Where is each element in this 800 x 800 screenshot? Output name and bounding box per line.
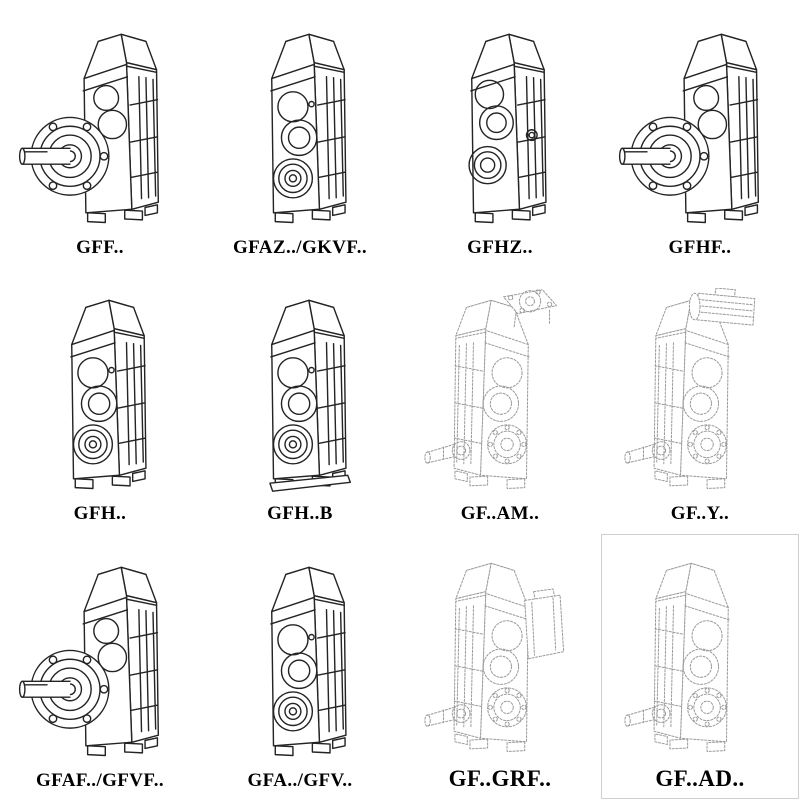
model-label: GFHZ.. bbox=[467, 236, 533, 258]
gearbox-cell-gf-am: GF..AM.. bbox=[400, 267, 600, 534]
gearbox-cell-gff: GFF.. bbox=[0, 0, 200, 267]
hollow-shaft-gearbox-drawing bbox=[16, 288, 184, 500]
hollow-shaft-gearbox-drawing bbox=[216, 555, 384, 767]
gearbox-with-motor-drawing bbox=[616, 288, 784, 500]
gearbox-cell-gf-ad: GF..AD.. bbox=[600, 533, 800, 800]
model-label: GFA../GFV.. bbox=[247, 769, 353, 791]
model-label: GF..GRF.. bbox=[448, 765, 552, 791]
gearbox-input-shaft-drawing bbox=[616, 551, 784, 763]
gearbox-cell-gfh: GFH.. bbox=[0, 267, 200, 534]
model-label: GF..AM.. bbox=[460, 503, 540, 525]
model-label: GF..Y.. bbox=[670, 503, 730, 525]
gearbox-cell-gfaz-gkvf: GFAZ../GKVF.. bbox=[200, 0, 400, 267]
model-label: GFHF.. bbox=[668, 236, 732, 258]
hollow-shaft-gearbox-base-drawing bbox=[216, 288, 384, 500]
model-label: GF..AD.. bbox=[655, 765, 745, 791]
gearbox-cell-gfh-b: GFH..B bbox=[200, 267, 400, 534]
gearbox-cell-gfhz: GFHZ.. bbox=[400, 0, 600, 267]
model-label: GFF.. bbox=[76, 236, 124, 258]
model-label: GFH..B bbox=[267, 503, 333, 525]
model-label: GFAZ../GKVF.. bbox=[233, 236, 367, 258]
gearbox-cell-gfa-gfv: GFA../GFV.. bbox=[200, 533, 400, 800]
gearbox-motor-flange-drawing bbox=[416, 288, 584, 500]
gearbox-adapter-drawing bbox=[416, 551, 584, 763]
gearbox-cell-gfaf-gfvf: GFAF../GFVF.. bbox=[0, 533, 200, 800]
gearbox-cell-gf-y: GF..Y.. bbox=[600, 267, 800, 534]
gearbox-cell-gf-grf: GF..GRF.. bbox=[400, 533, 600, 800]
flange-gearbox-drawing bbox=[616, 22, 784, 234]
flange-gearbox-drawing bbox=[16, 22, 184, 234]
flange-gearbox-drawing bbox=[16, 555, 184, 767]
shaft-mounted-gearbox-drawing bbox=[416, 22, 584, 234]
model-label: GFH.. bbox=[73, 503, 127, 525]
hollow-shaft-gearbox-drawing bbox=[216, 22, 384, 234]
model-label: GFAF../GFVF.. bbox=[35, 769, 164, 791]
gearbox-cell-gfhf: GFHF.. bbox=[600, 0, 800, 267]
